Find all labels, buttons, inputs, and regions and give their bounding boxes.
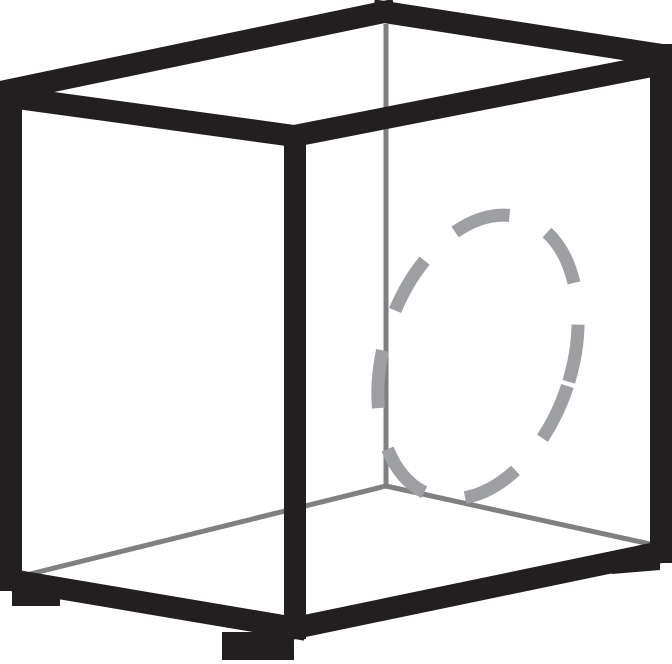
dashed-circle-outline-icon	[371, 208, 585, 506]
frame-edges	[0, 0, 672, 642]
back-bottom-right-edge	[385, 483, 651, 547]
top-front-right-edge	[281, 51, 672, 149]
top-back-edge	[0, 0, 398, 104]
back-bottom-left-edge	[21, 483, 387, 579]
hidden-edges	[21, 24, 651, 579]
top-right-back-edge	[371, 0, 672, 68]
top-left-front-edge	[0, 84, 307, 149]
bottom-right-edge	[281, 538, 672, 642]
bottom-left-edge	[0, 567, 308, 641]
